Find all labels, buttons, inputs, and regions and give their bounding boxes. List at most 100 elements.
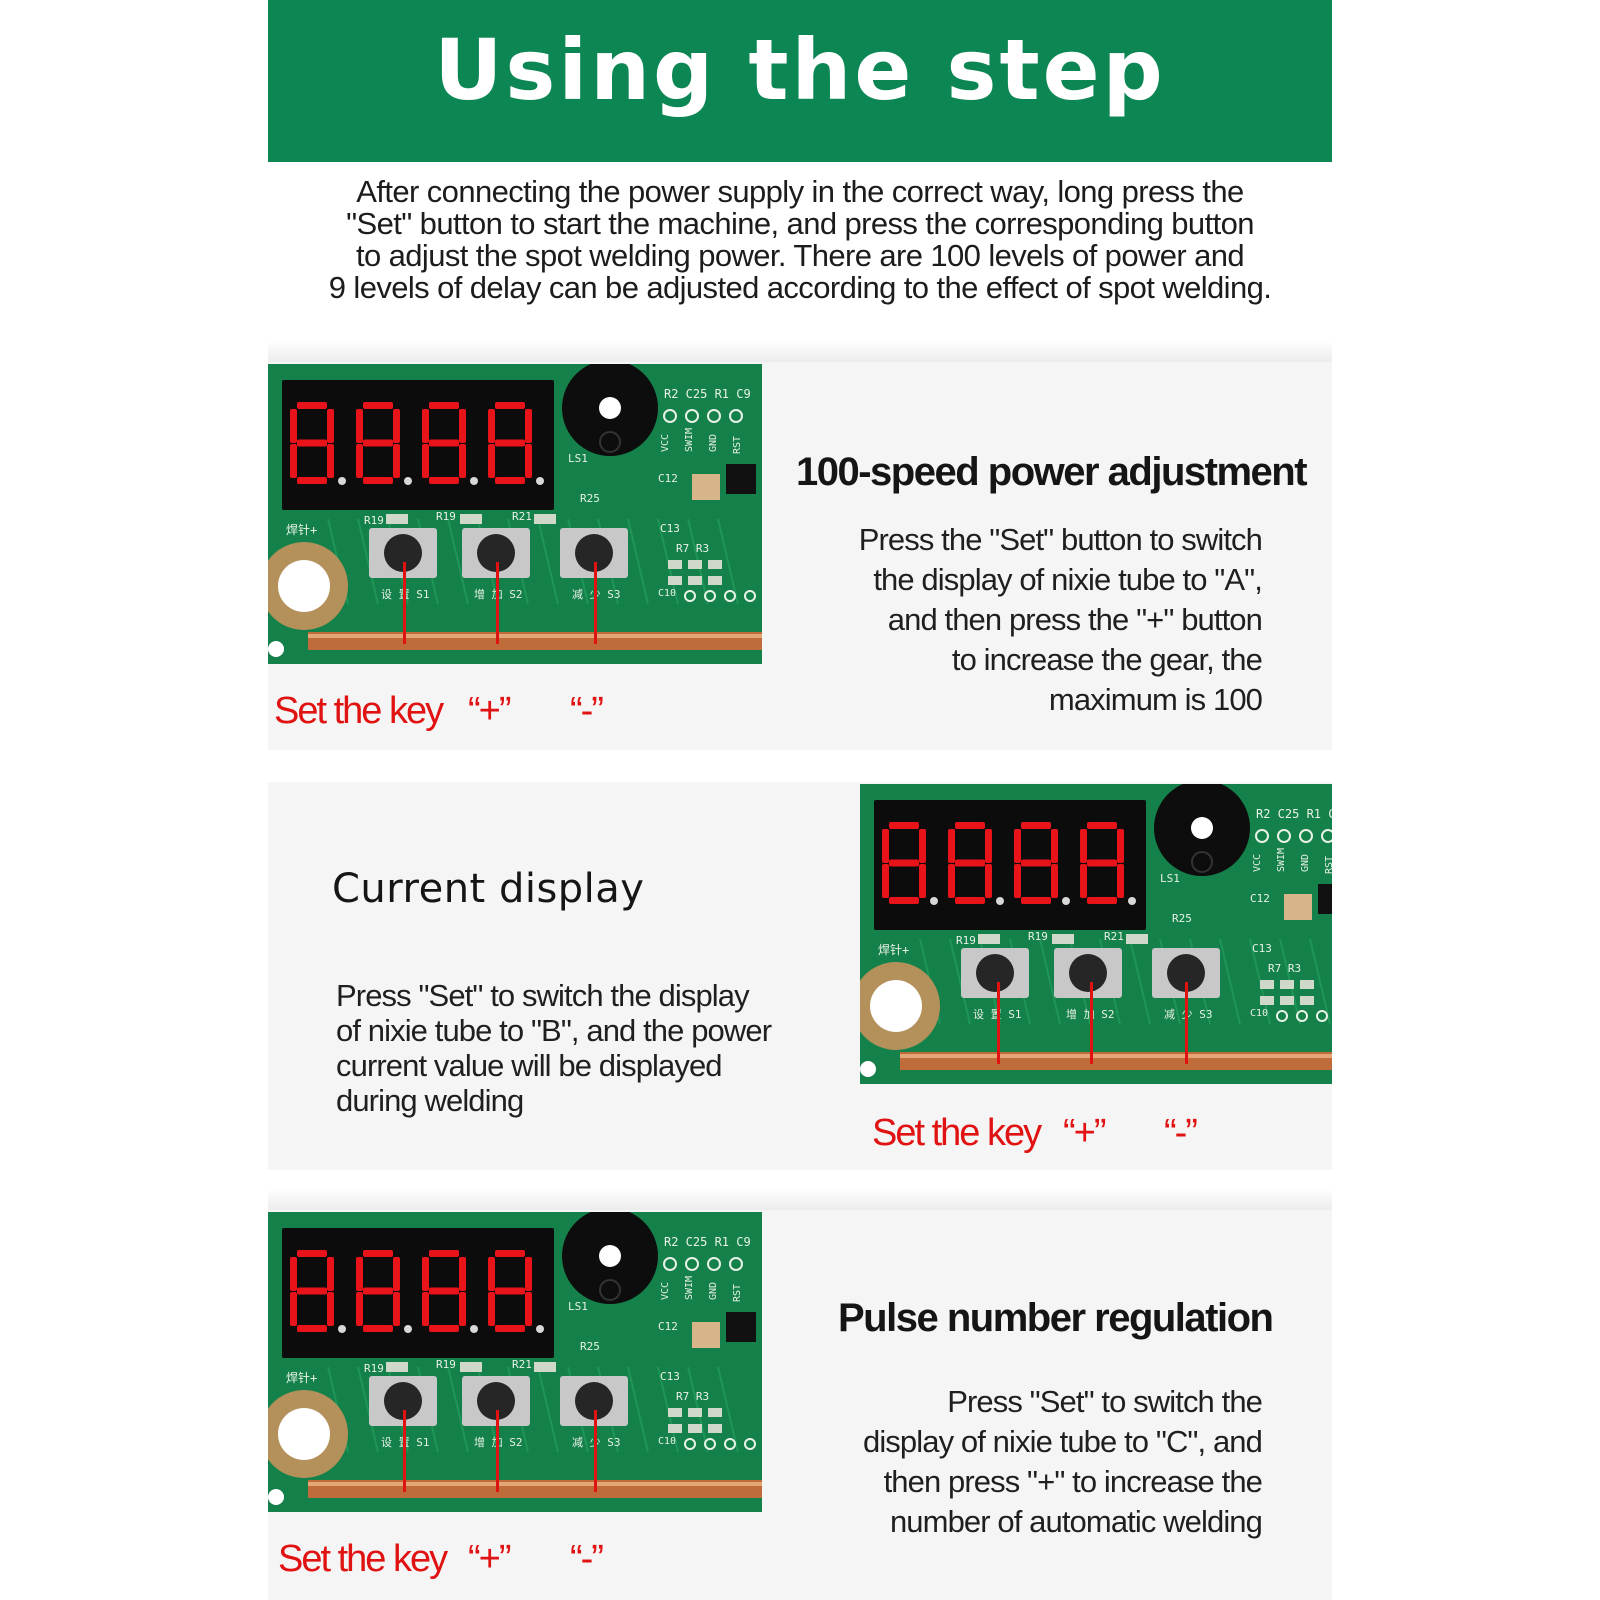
header-pin [684, 590, 696, 602]
display-segment [955, 897, 985, 904]
section-heading: Pulse number regulation [838, 1296, 1274, 1340]
header-pin [684, 1438, 696, 1450]
description-line: then press "+" to increase the [883, 1464, 1263, 1499]
buzzer-mark [599, 431, 621, 453]
display-segment [290, 1257, 297, 1291]
minus-key-pointer-line [594, 1410, 597, 1492]
copper-highlight [308, 1482, 762, 1486]
display-segment [429, 1250, 459, 1257]
silkscreen-label: R21 [512, 510, 532, 523]
display-segment [488, 1292, 495, 1326]
display-segment [429, 1325, 459, 1332]
display-segment [422, 1292, 429, 1326]
smd-part [708, 1424, 722, 1433]
mounting-hole [860, 1061, 876, 1077]
display-segment [495, 477, 525, 484]
display-segment [356, 444, 363, 478]
display-segment [1080, 829, 1087, 863]
display-segment [363, 1250, 393, 1257]
display-segment [1087, 859, 1117, 867]
section-heading: 100-speed power adjustment [796, 450, 1308, 494]
decimal-point [930, 897, 938, 905]
section-divider [268, 1188, 1332, 1210]
smd-part [1300, 980, 1314, 989]
control-board-photo: R2 C25 R1 C9LS1VCCSWIMGNDRSTC12R25C13R7 … [860, 784, 1332, 1084]
silkscreen-label: SWIM [1276, 848, 1287, 872]
minus-key-pointer-line [594, 562, 597, 644]
chip-u4 [1318, 884, 1332, 914]
display-segment [459, 444, 466, 478]
pcb-trace [627, 1366, 649, 1453]
silkscreen-label: 焊针+ [286, 1370, 317, 1385]
silkscreen-label: R19 [364, 514, 384, 527]
plus-key-label: “+” [1063, 1112, 1106, 1154]
display-segment [1051, 829, 1058, 863]
tact-switch-button [1069, 954, 1107, 992]
display-segment [525, 1292, 532, 1326]
header-pin [704, 590, 716, 602]
silkscreen-label: R25 [580, 1340, 600, 1353]
silkscreen-label: GND [708, 434, 719, 452]
silkscreen-label: R19 [956, 934, 976, 947]
tact-switch-button [575, 534, 613, 572]
display-segment [882, 864, 889, 898]
silkscreen-label: 焊针+ [878, 942, 909, 957]
display-segment [1080, 864, 1087, 898]
display-segment [459, 409, 466, 443]
silkscreen-label: C12 [658, 1320, 678, 1333]
display-segment [495, 1287, 525, 1295]
silkscreen-label: SWIM [684, 1276, 695, 1300]
silkscreen-label: R7 R3 [1268, 962, 1301, 975]
pcb-trace [627, 518, 649, 605]
header-pin [707, 1257, 721, 1271]
display-segment [459, 1257, 466, 1291]
pcb-trace [357, 518, 379, 605]
set-key-pointer-line [997, 982, 1000, 1064]
chip-u4 [726, 1312, 756, 1342]
header-pin [1321, 829, 1332, 843]
intro-line: After connecting the power supply in the… [356, 174, 1244, 209]
tact-switch-button [384, 534, 422, 572]
display-segment [495, 1325, 525, 1332]
description-line: maximum is 100 [1048, 682, 1263, 717]
section-divider [268, 340, 1332, 362]
smd-resistor [1126, 934, 1148, 944]
display-segment [363, 1287, 393, 1295]
silkscreen-label: R2 C25 R1 C9 [664, 1235, 751, 1249]
silkscreen-label: R7 R3 [676, 1390, 709, 1403]
smd-resistor [534, 1362, 556, 1372]
silkscreen-label: C12 [658, 472, 678, 485]
silkscreen-label: 焊针+ [286, 522, 317, 537]
smd-part [688, 1424, 702, 1433]
display-segment [422, 409, 429, 443]
display-segment [393, 444, 400, 478]
description-line: of nixie tube to "B", and the power [336, 1013, 772, 1048]
display-segment [889, 897, 919, 904]
silkscreen-label: C13 [1252, 942, 1272, 955]
display-segment [290, 444, 297, 478]
display-segment [955, 822, 985, 829]
silkscreen-label: VCC [660, 1282, 671, 1300]
description-line: number of automatic welding [889, 1504, 1263, 1539]
silkscreen-label: R21 [512, 1358, 532, 1371]
display-segment [363, 439, 393, 447]
silkscreen-label: C10 [658, 1436, 676, 1447]
section-description: Press "Set" to switch the display of nix… [768, 1382, 1263, 1542]
smd-part [708, 576, 722, 585]
pcb-trace [717, 518, 739, 605]
smd-part [688, 560, 702, 569]
decimal-point [536, 477, 544, 485]
plus-key-pointer-line [1090, 982, 1093, 1064]
decimal-point [404, 477, 412, 485]
set-key-label: Set the key [278, 1538, 448, 1580]
control-board-image: R2 C25 R1 C9LS1VCCSWIMGNDRSTC12R25C13R7 … [860, 784, 1332, 1084]
silkscreen-label: C10 [1250, 1008, 1268, 1019]
smd-part [1260, 996, 1274, 1005]
tact-switch-button [1167, 954, 1205, 992]
pcb-trace [447, 518, 469, 605]
smd-resistor [386, 1362, 408, 1372]
silkscreen-label: VCC [1252, 854, 1263, 872]
display-segment [429, 477, 459, 484]
mounting-hole [278, 1408, 330, 1460]
header-pin [724, 590, 736, 602]
